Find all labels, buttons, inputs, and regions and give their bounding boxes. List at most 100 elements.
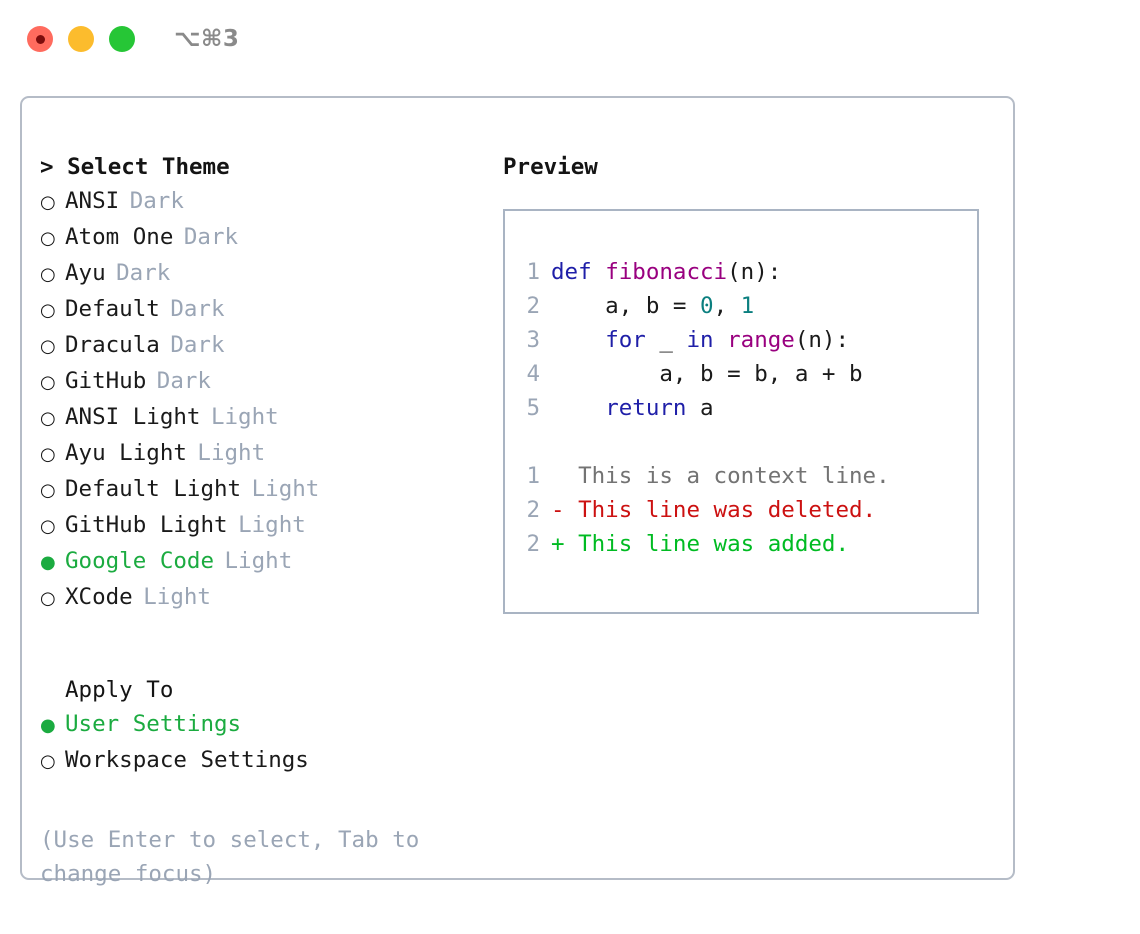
code-token-plain: (n): — [727, 259, 782, 285]
radio-unselected-icon: ○ — [40, 336, 56, 357]
theme-option-kind: Dark — [116, 260, 171, 286]
code-token-plain: a — [686, 395, 714, 421]
radio-unselected-icon: ○ — [40, 192, 56, 213]
select-theme-header: > Select Theme — [40, 154, 230, 180]
code-line: 2 a, b = 0, 1 — [505, 289, 977, 323]
theme-option-kind: Dark — [170, 332, 225, 358]
theme-option-ayu-light[interactable]: ○ Ayu Light Light — [38, 436, 487, 472]
code-token-kw: in — [686, 327, 714, 353]
preview-title: Preview — [503, 154, 598, 180]
theme-option-label: Ayu Light — [65, 440, 187, 466]
code-token-num: 1 — [740, 293, 755, 319]
code-line: 5 return a — [505, 391, 977, 425]
theme-option-default[interactable]: ○ Default Dark — [38, 292, 487, 328]
theme-option-google-code[interactable]: ● Google Code Light — [38, 544, 487, 580]
theme-option-label: Dracula — [65, 332, 160, 358]
theme-option-kind: Light — [197, 440, 266, 466]
radio-selected-icon: ● — [40, 715, 56, 736]
line-number: 2 — [526, 293, 540, 319]
code-token-fn: range — [727, 327, 795, 353]
close-button[interactable] — [27, 26, 53, 52]
minimize-button[interactable] — [68, 26, 94, 52]
radio-unselected-icon: ○ — [40, 300, 56, 321]
theme-option-github[interactable]: ○ GitHub Dark — [38, 364, 487, 400]
theme-option-label: XCode — [65, 584, 133, 610]
radio-unselected-icon: ○ — [40, 444, 56, 465]
diff-line-text: This is a context line. — [564, 463, 890, 489]
theme-option-kind: Dark — [156, 368, 211, 394]
radio-unselected-icon: ○ — [40, 264, 56, 285]
code-line-text: def fibonacci(n): — [551, 255, 781, 289]
diff-sample: 1 This is a context line.2- This line wa… — [505, 459, 977, 561]
line-number: 3 — [526, 327, 540, 353]
theme-option-kind: Light — [224, 548, 293, 574]
code-token-num: 0 — [700, 293, 714, 319]
code-spacer — [505, 425, 977, 459]
theme-option-kind: Light — [210, 404, 279, 430]
line-number: 1 — [526, 259, 540, 285]
apply-to-option-label: User Settings — [65, 711, 242, 737]
theme-option-label: GitHub Light — [65, 512, 228, 538]
theme-option-label: ANSI Light — [65, 404, 201, 430]
keyboard-hint-text: (Use Enter to select, Tab to change focu… — [40, 827, 420, 887]
code-token-fn: fibonacci — [605, 259, 728, 285]
line-number: 2 — [526, 497, 540, 523]
diff-line-add: 2+ This line was added. — [505, 527, 977, 561]
theme-option-xcode[interactable]: ○ XCode Light — [38, 580, 487, 616]
radio-unselected-icon: ○ — [40, 372, 56, 393]
code-token-plain: a, b = b, a + b — [551, 361, 863, 387]
code-line: 4 a, b = b, a + b — [505, 357, 977, 391]
apply-to-list: ● User Settings ○Workspace Settings — [38, 707, 487, 779]
code-line: 3 for _ in range(n): — [505, 323, 977, 357]
code-token-plain: (n): — [794, 327, 850, 353]
code-token-plain — [714, 327, 728, 353]
window-titlebar: ⌥⌘3 — [0, 0, 1140, 78]
theme-option-label: Default — [65, 296, 160, 322]
diff-line-del: 2- This line was deleted. — [505, 493, 977, 527]
diff-marker: - — [551, 497, 565, 523]
radio-unselected-icon: ○ — [40, 228, 56, 249]
radio-unselected-icon: ○ — [40, 408, 56, 429]
code-line-text: a, b = 0, 1 — [551, 289, 754, 323]
theme-option-kind: Light — [251, 476, 320, 502]
apply-to-header: Apply To — [65, 677, 174, 703]
theme-option-ansi-light[interactable]: ○ ANSI Light Light — [38, 400, 487, 436]
radio-selected-icon: ● — [40, 552, 56, 573]
line-number: 2 — [526, 531, 540, 557]
radio-unselected-icon: ○ — [40, 751, 56, 772]
theme-option-label: ANSI — [65, 188, 120, 214]
radio-unselected-icon: ○ — [40, 480, 56, 501]
theme-option-default-light[interactable]: ○ Default Light Light — [38, 472, 487, 508]
code-token-kw: return — [605, 395, 687, 421]
theme-option-label: Default Light — [65, 476, 242, 502]
diff-line-ctx: 1 This is a context line. — [505, 459, 977, 493]
diff-line-text: This line was deleted. — [564, 497, 877, 523]
window-shortcut-label: ⌥⌘3 — [174, 26, 240, 52]
code-line-text: return a — [551, 391, 714, 425]
theme-option-label: GitHub — [65, 368, 147, 394]
zoom-button[interactable] — [109, 26, 135, 52]
theme-option-kind: Light — [143, 584, 211, 610]
theme-option-label: Google Code — [65, 548, 215, 574]
theme-option-dracula[interactable]: ○ Dracula Dark — [38, 328, 487, 364]
line-number: 1 — [526, 463, 540, 489]
code-line-text: for _ in range(n): — [551, 323, 849, 357]
theme-option-kind: Dark — [170, 296, 225, 322]
apply-to-option-user-settings[interactable]: ● User Settings — [38, 707, 487, 743]
apply-to-option-workspace-settings[interactable]: ○Workspace Settings — [38, 743, 487, 779]
radio-unselected-icon: ○ — [40, 588, 56, 609]
diff-marker — [551, 459, 565, 493]
code-token-plain: , — [713, 293, 741, 319]
